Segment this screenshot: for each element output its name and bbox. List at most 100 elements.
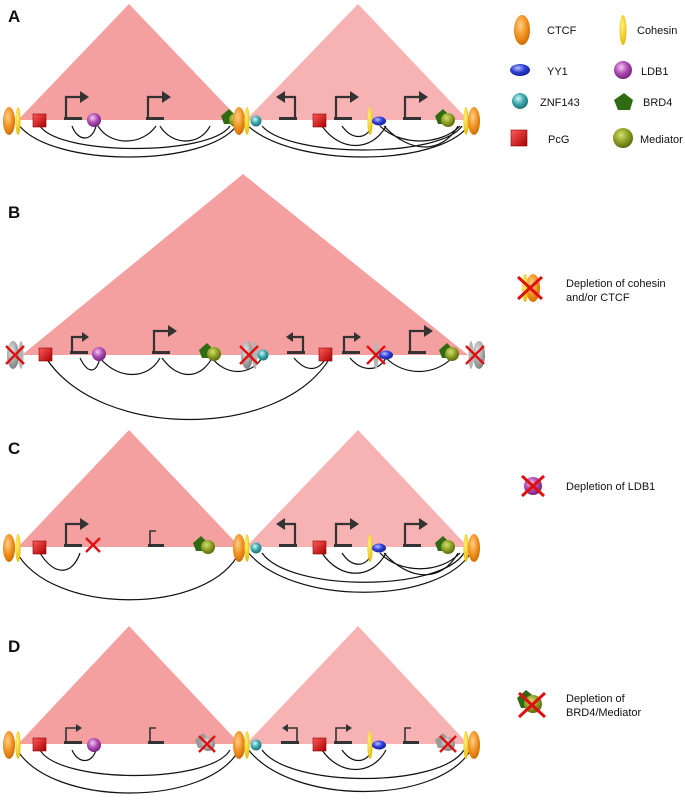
panel-d: D <box>3 626 642 794</box>
legend-brd4: BRD4 <box>614 93 672 110</box>
cohesin-marker <box>367 107 373 135</box>
ldb1-icon <box>614 61 632 79</box>
tad-triangle-left <box>18 626 240 744</box>
cohesin-marker <box>463 534 469 562</box>
legend-label-brd4: BRD4 <box>643 97 672 109</box>
znf143-marker <box>250 739 262 751</box>
depleted-ctcf-site <box>5 341 25 369</box>
cohesin-icon <box>522 274 528 302</box>
tad-triangle-left <box>18 4 240 120</box>
ctcf-marker <box>3 107 15 135</box>
pcg-marker <box>32 113 47 128</box>
cohesin-icon <box>619 15 627 45</box>
yy1-marker <box>372 740 386 750</box>
legend-label-cohesin: Cohesin <box>637 25 677 37</box>
pcg-marker <box>38 347 53 362</box>
legend-cohesin: Cohesin <box>619 15 677 45</box>
depleted-cohesin-site <box>366 341 386 369</box>
chromatin-loops <box>15 550 473 601</box>
znf143-marker <box>257 349 269 361</box>
chromatin-loops <box>15 747 473 794</box>
panel-b: B <box>5 174 666 421</box>
tad-triangle-right <box>246 430 468 547</box>
panel-letter-b: B <box>8 203 20 222</box>
cohesin-marker <box>15 534 21 562</box>
znf143-icon <box>512 93 528 109</box>
red-x-icon <box>516 275 544 301</box>
tad-triangle-merged <box>22 174 468 355</box>
cohesin-marker <box>15 107 21 135</box>
ldb1-marker <box>92 347 106 361</box>
panel-c: C <box>3 430 655 601</box>
ctcf-marker <box>468 731 480 759</box>
legend-yy1: YY1 <box>510 64 568 78</box>
legend-ctcf: CTCF <box>514 15 577 45</box>
depletion-label-brd4-line1: Depletion of <box>566 693 626 705</box>
depleted-ldb1-site <box>85 537 101 553</box>
panel-letter-a: A <box>8 7 20 26</box>
cohesin-marker <box>244 534 250 562</box>
cohesin-marker <box>367 731 373 759</box>
mediator-icon <box>613 128 633 148</box>
ctcf-marker <box>3 731 15 759</box>
promoters <box>70 325 433 354</box>
tad-triangle-right <box>246 626 468 744</box>
ctcf-marker <box>233 107 245 135</box>
legend-ldb1: LDB1 <box>614 61 669 79</box>
depleted-ctcf-site <box>239 341 259 369</box>
legend: CTCF Cohesin YY1 LDB1 ZNF143 BRD4 PcG M <box>510 15 683 148</box>
depletion-key-cohesin-ctcf: Depletion of cohesin and/or CTCF <box>516 274 666 304</box>
cohesin-marker <box>463 107 469 135</box>
legend-znf143: ZNF143 <box>512 93 580 109</box>
depleted-brd4-mediator-site <box>195 733 216 753</box>
legend-label-yy1: YY1 <box>547 66 568 78</box>
yy1-marker <box>372 116 386 126</box>
ctcf-marker <box>233 534 245 562</box>
panel-a: A <box>3 4 480 158</box>
cohesin-marker <box>463 731 469 759</box>
cohesin-marker <box>15 731 21 759</box>
ldb1-marker <box>87 113 101 127</box>
mediator-marker <box>201 540 215 554</box>
ctcf-marker <box>3 534 15 562</box>
panel-letter-d: D <box>8 637 20 656</box>
pcg-icon <box>510 129 528 147</box>
znf143-marker <box>250 115 262 127</box>
pcg-marker <box>312 540 327 555</box>
mediator-marker <box>445 347 459 361</box>
ctcf-marker <box>233 731 245 759</box>
legend-label-znf143: ZNF143 <box>540 97 580 109</box>
depletion-label-cohesin-line1: Depletion of cohesin <box>566 278 666 290</box>
pcg-marker <box>32 540 47 555</box>
brd4-icon <box>614 93 633 110</box>
depletion-label-brd4-line2: BRD4/Mediator <box>566 707 642 719</box>
red-x-icon <box>517 691 547 719</box>
znf143-marker <box>250 542 262 554</box>
legend-mediator: Mediator <box>613 128 683 148</box>
chromatin-loops <box>45 357 453 421</box>
legend-label-pcg: PcG <box>548 134 569 146</box>
panel-letter-c: C <box>8 439 20 458</box>
pcg-marker <box>318 347 333 362</box>
pcg-marker <box>312 113 327 128</box>
ctcf-marker <box>468 107 480 135</box>
depletion-label-cohesin-line2: and/or CTCF <box>566 292 630 304</box>
legend-pcg: PcG <box>510 129 569 147</box>
promoters <box>64 518 428 547</box>
yy1-marker <box>379 350 393 360</box>
cohesin-marker <box>244 107 250 135</box>
yy1-icon <box>510 64 530 76</box>
cohesin-marker <box>367 534 373 562</box>
mediator-marker <box>441 540 455 554</box>
pcg-marker <box>32 737 47 752</box>
legend-label-ldb1: LDB1 <box>641 66 669 78</box>
yy1-marker <box>372 543 386 553</box>
ctcf-marker <box>468 534 480 562</box>
promoters <box>64 724 419 744</box>
depletion-label-ldb1: Depletion of LDB1 <box>566 481 655 493</box>
depleted-ctcf-site <box>465 341 485 369</box>
tad-triangle-left <box>18 430 240 547</box>
promoters <box>64 91 428 120</box>
mediator-marker <box>207 347 221 361</box>
